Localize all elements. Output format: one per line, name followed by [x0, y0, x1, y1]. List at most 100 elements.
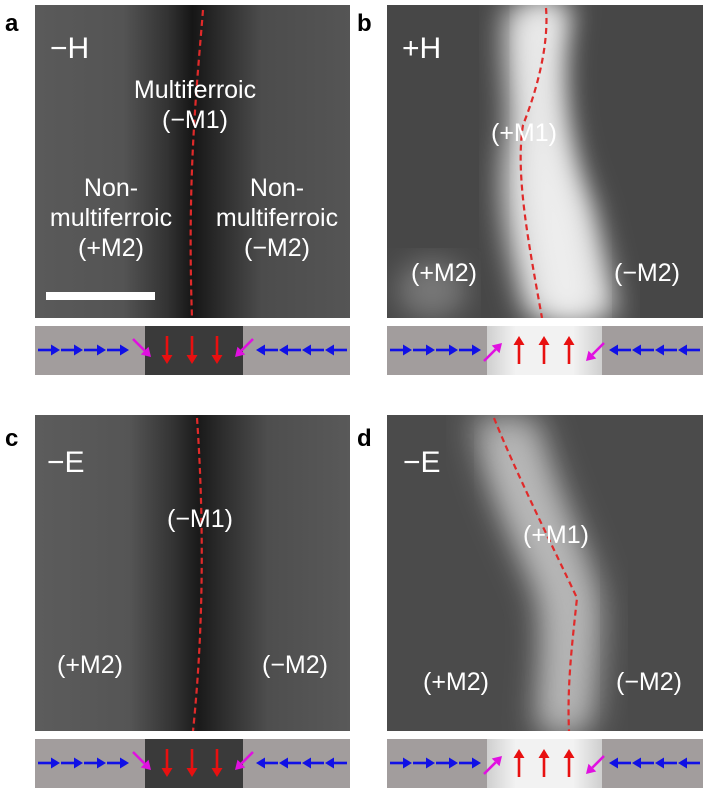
- right-spin-arrow: [256, 344, 278, 356]
- right-spin-arrow: [609, 344, 631, 356]
- left-spin-arrow: [61, 757, 83, 769]
- left-spin-arrow: [38, 757, 60, 769]
- domain-spin-arrow: [538, 336, 550, 364]
- left-spin-arrow: [459, 344, 481, 356]
- domain-spin-arrow: [563, 336, 575, 364]
- domain-spin-arrow: [161, 749, 173, 777]
- right-domain-label: (−M2): [262, 651, 328, 679]
- left-spin-arrow: [436, 757, 458, 769]
- field-label: −H: [50, 32, 90, 65]
- domain-wall-line: [191, 417, 203, 731]
- domain-spin-arrow: [563, 749, 575, 777]
- right-spin-arrow: [279, 757, 301, 769]
- left-domain-label: (+M2): [57, 651, 123, 679]
- micrograph-image-b: [387, 5, 703, 318]
- field-label: −E: [47, 446, 85, 479]
- wall-spin-arrow-left: [483, 343, 502, 362]
- left-domain-label: (+M2): [423, 668, 489, 696]
- domain-spin-arrow: [513, 749, 525, 777]
- micrograph-panel-a: −H Multiferroic (−M1) Non- multiferroic …: [35, 5, 350, 318]
- right-spin-arrow: [302, 757, 324, 769]
- micrograph-panel-c: −E (−M1) (+M2) (−M2): [35, 415, 350, 731]
- right-domain-label: (−M2): [614, 259, 680, 287]
- left-spin-arrow: [38, 344, 60, 356]
- left-spin-arrow: [61, 344, 83, 356]
- panel-label-b: b: [357, 10, 372, 37]
- right-spin-arrow: [655, 344, 677, 356]
- right-line-2: multiferroic: [215, 204, 339, 232]
- right-spin-arrow: [279, 344, 301, 356]
- micrograph-image-d: [387, 415, 703, 731]
- spin-diagram-d: [390, 739, 700, 788]
- panel-label-d: d: [357, 425, 372, 452]
- mid-domain-label: (+M1): [523, 521, 589, 549]
- right-line-3: (−M2): [244, 234, 310, 262]
- wall-spin-arrow-right: [235, 751, 254, 770]
- right-spin-arrow: [256, 757, 278, 769]
- spin-diagram-c: [38, 739, 347, 788]
- domain-spin-arrow: [186, 336, 198, 364]
- wall-spin-arrow-right: [586, 342, 605, 361]
- left-line-3: (+M2): [78, 234, 144, 262]
- domain-spin-arrow: [211, 336, 223, 364]
- right-line-1: Non-: [249, 174, 305, 202]
- left-spin-arrow: [413, 757, 435, 769]
- left-spin-arrow: [107, 757, 129, 769]
- right-spin-arrow: [655, 757, 677, 769]
- left-spin-arrow: [84, 344, 106, 356]
- left-domain-label: Non- multiferroic (+M2): [37, 173, 185, 263]
- left-spin-arrow: [413, 344, 435, 356]
- panel-label-c: c: [5, 425, 19, 452]
- spin-diagram-a: [38, 326, 347, 375]
- domain-spin-arrow: [161, 336, 173, 364]
- field-label: −E: [403, 446, 441, 479]
- right-spin-arrow: [632, 757, 654, 769]
- right-spin-arrow: [609, 757, 631, 769]
- right-spin-arrow: [678, 344, 700, 356]
- micrograph-panel-b: +H (+M1) (+M2) (−M2): [387, 5, 703, 318]
- spin-strip-a: [35, 326, 350, 375]
- wall-spin-arrow-right: [235, 338, 254, 357]
- spin-strip-d: [387, 739, 703, 788]
- domain-wall-line: [492, 417, 579, 731]
- domain-block: [145, 326, 243, 375]
- mid-domain-label: (+M1): [491, 119, 557, 147]
- domain-spin-arrow: [513, 336, 525, 364]
- panel-label-a: a: [5, 10, 19, 37]
- left-line-2: multiferroic: [49, 204, 173, 232]
- mid-domain-label: (−M1): [167, 505, 233, 533]
- wall-spin-arrow-left: [483, 756, 502, 775]
- right-spin-arrow: [678, 757, 700, 769]
- left-spin-arrow: [436, 344, 458, 356]
- spin-strip-c: [35, 739, 350, 788]
- micrograph-panel-d: −E (+M1) (+M2) (−M2): [387, 415, 703, 731]
- multiferroic-label: Multiferroic (−M1): [120, 75, 270, 135]
- right-spin-arrow: [325, 344, 347, 356]
- left-domain-label: (+M2): [411, 259, 477, 287]
- right-spin-arrow: [325, 757, 347, 769]
- spin-diagram-b: [390, 326, 700, 375]
- right-domain-label: (−M2): [616, 668, 682, 696]
- domain-wall-line: [189, 9, 205, 318]
- left-spin-arrow: [107, 344, 129, 356]
- right-spin-arrow: [632, 344, 654, 356]
- left-line-1: Non-: [83, 174, 139, 202]
- domain-spin-arrow: [538, 749, 550, 777]
- mid-line-1: Multiferroic: [133, 76, 257, 104]
- field-label: +H: [402, 32, 442, 65]
- wall-spin-arrow-right: [586, 755, 605, 774]
- scale-bar: [46, 292, 155, 300]
- right-spin-arrow: [302, 344, 324, 356]
- left-spin-arrow: [459, 757, 481, 769]
- left-spin-arrow: [84, 757, 106, 769]
- right-domain-label: Non- multiferroic (−M2): [203, 173, 350, 263]
- mid-line-2: (−M1): [162, 106, 228, 134]
- domain-wall-line: [519, 7, 548, 318]
- micrograph-image-c: [35, 415, 350, 731]
- wall-spin-arrow-left: [132, 338, 151, 357]
- domain-spin-arrow: [211, 749, 223, 777]
- micrograph-image-a: [35, 5, 350, 318]
- wall-spin-arrow-left: [132, 751, 151, 770]
- spin-strip-b: [387, 326, 703, 375]
- left-spin-arrow: [390, 344, 412, 356]
